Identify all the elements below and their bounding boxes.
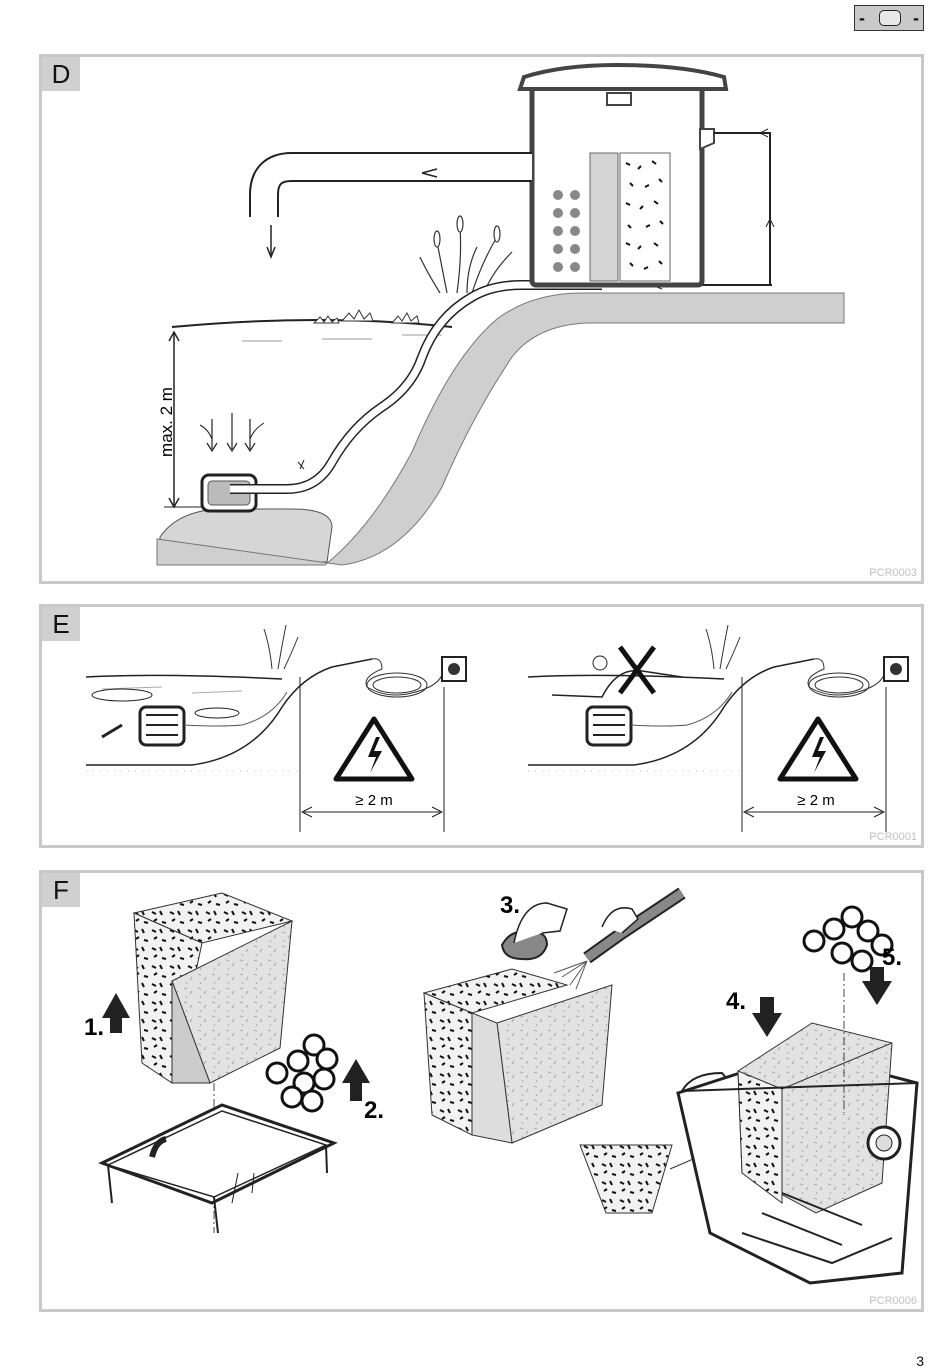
no-swimming-icon [617,645,657,695]
language-flag-icon [879,10,901,26]
figure-code-f: PCR0006 [869,1295,917,1307]
figure-code-e: PCR0001 [869,831,917,843]
safety-scene-left: ≥ 2 m [85,624,467,832]
warning-electric-icon [777,716,859,782]
arrow-up-icon [342,1059,370,1101]
safety-scene-right: ≥ 2 m [527,624,909,832]
depth-label: max. 2 m [157,387,176,457]
page-number: 3 [916,1353,924,1369]
figure-code-d: PCR0003 [869,567,917,579]
step-label-4: 4. [726,988,746,1015]
badge-dash-left: - [859,8,865,28]
arrow-up-icon [102,993,130,1033]
pump-icon [199,413,265,513]
step-1-2-scene: 1. 2. [84,892,384,1234]
filter-unit-icon [517,62,775,288]
filter-cleaning-illustration: 1. 2. 3. [84,887,919,1285]
bio-balls-icon [802,905,894,973]
electrical-safety-illustration: ≥ 2 m [85,624,909,832]
step-label-3: 3. [500,892,520,919]
distance-label-left: ≥ 2 m [355,792,392,809]
panel-letter-d: D [42,57,80,91]
panel-f: 1. 2. 3. [39,870,924,1312]
panel-letter-f: F [42,873,80,907]
arrow-down-icon [752,997,782,1037]
step-label-5: 5. [882,944,902,971]
distance-label-right: ≥ 2 m [797,792,834,809]
panel-letter-e: E [42,607,80,641]
bio-balls-icon [265,1033,339,1113]
pond-filter-setup-illustration: max. 2 m [156,62,845,566]
reeds-icon [419,215,513,294]
step-3-scene: 3. [422,887,743,1214]
step-label-1: 1. [84,1014,104,1041]
step-4-5-scene: 5. 4. [676,905,919,1285]
warning-electric-icon [333,716,415,782]
panel-e: ≥ 2 m [39,604,924,848]
arrow-down-icon [862,967,892,1005]
panel-d: max. 2 m [39,54,924,584]
badge-dash-right: - [913,8,919,28]
step-label-2: 2. [364,1097,384,1124]
language-badge: - - [854,5,924,31]
water-lily-icon [312,308,420,324]
